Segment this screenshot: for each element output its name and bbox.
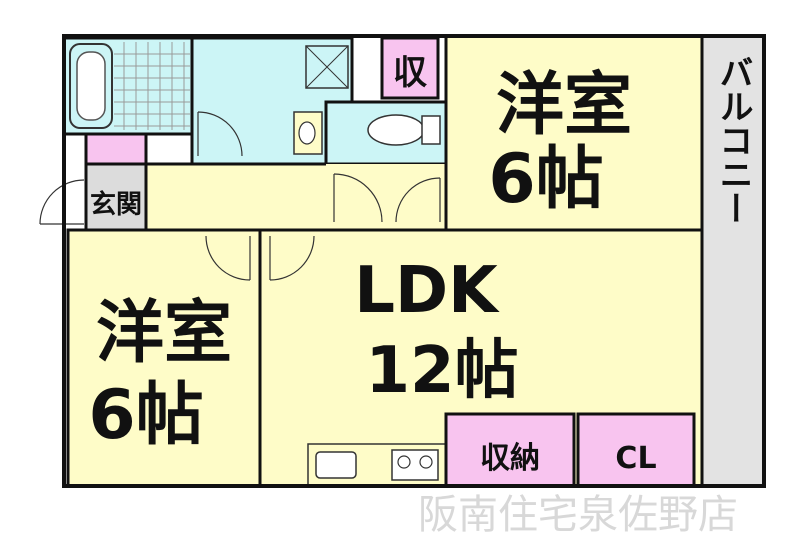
- entrance-label: 玄関: [90, 189, 142, 220]
- ldk-size: 12帖: [365, 334, 518, 408]
- western-room-b-size: 6帖: [88, 376, 203, 455]
- ldk-name: LDK: [354, 254, 500, 328]
- western-room-a-area: [444, 34, 704, 232]
- western-room-a-size: 6帖: [488, 140, 603, 219]
- storage-top-label: 収: [393, 53, 427, 93]
- outer-wall: [62, 34, 766, 488]
- watermark-text: 阪南住宅泉佐野店: [418, 492, 738, 538]
- toilet-icon: [367, 114, 425, 146]
- hall-door-swing-a: [333, 173, 383, 223]
- bathtub-inner-icon: [76, 51, 106, 121]
- bath-tile-grid: [114, 42, 190, 130]
- entrance-door-swing: [39, 179, 85, 225]
- closet-area: [576, 412, 696, 488]
- storage-bottom-area: [444, 412, 576, 488]
- closet-label: CL: [615, 441, 656, 476]
- shoe-cabinet-area: [84, 132, 148, 166]
- hallway-area: [146, 164, 446, 230]
- hall-door-swing-b: [395, 177, 441, 223]
- storage-bottom-label: 収納: [480, 441, 540, 476]
- kitchen-sink-icon: [315, 451, 357, 479]
- ldk-door-swing: [269, 235, 315, 281]
- balcony-label: バルコニー: [713, 55, 753, 225]
- western-room-b-name: 洋室: [96, 294, 232, 373]
- stove-icon: [391, 449, 439, 481]
- storage-top-area: [380, 36, 440, 100]
- room-b-door-swing: [205, 235, 251, 281]
- western-room-a-name: 洋室: [496, 66, 632, 145]
- washroom-door-swing: [197, 111, 243, 157]
